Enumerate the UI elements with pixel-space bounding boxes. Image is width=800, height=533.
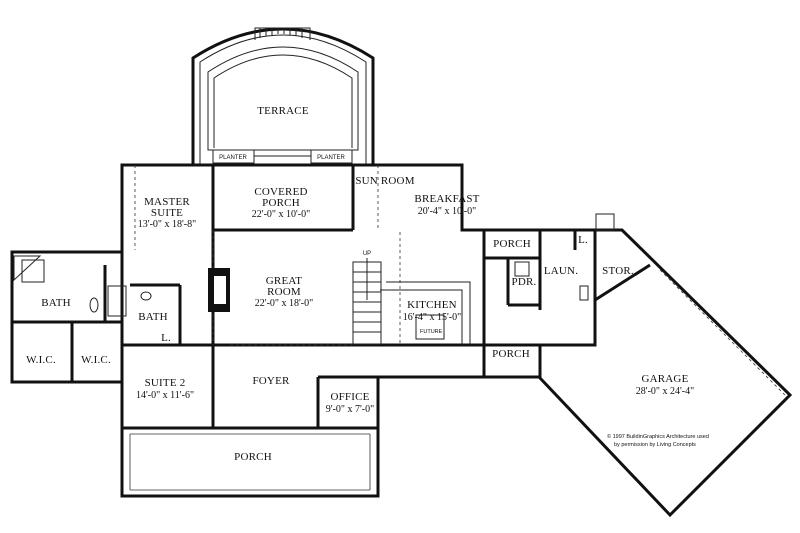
covered-porch-label-2: PORCH bbox=[262, 197, 300, 209]
great-room-label-2: ROOM bbox=[267, 286, 301, 298]
garage-structure bbox=[538, 213, 793, 518]
copyright-line-1: © 1997 BuildinGraphics Architecture used bbox=[607, 433, 709, 440]
covered-porch-label-1: COVERED bbox=[254, 186, 307, 198]
suite2-dim: 14'-0" x 11'-6" bbox=[136, 390, 194, 401]
terrace-structure bbox=[191, 27, 375, 165]
master-suite-dim: 13'-0" x 18'-8" bbox=[138, 219, 196, 230]
suite2-label: SUITE 2 bbox=[145, 377, 186, 389]
planter-right-label: PLANTER bbox=[317, 155, 345, 161]
wic1-label: W.I.C. bbox=[26, 354, 56, 366]
garage-dim: 28'-0" x 24'-4" bbox=[636, 386, 694, 397]
office-label: OFFICE bbox=[330, 391, 369, 403]
linen-2-label: L. bbox=[578, 234, 588, 246]
office-dim: 9'-0" x 7'-0" bbox=[326, 404, 374, 415]
great-room-dim: 22'-0" x 18'-0" bbox=[255, 298, 313, 309]
master-bath-label: BATH bbox=[41, 297, 71, 309]
porch-upper-label: PORCH bbox=[493, 238, 531, 250]
sun-room-label: SUN ROOM bbox=[355, 175, 414, 187]
front-porch-label: PORCH bbox=[234, 451, 272, 463]
great-room-label-1: GREAT bbox=[266, 275, 303, 287]
front-porch-structure bbox=[120, 426, 380, 498]
planter-left-label: PLANTER bbox=[219, 155, 247, 161]
laun-label: LAUN. bbox=[544, 265, 578, 277]
porch-lower-label: PORCH bbox=[492, 348, 530, 360]
stor-label: STOR. bbox=[602, 265, 634, 277]
covered-porch-dim: 22'-0" x 10'-0" bbox=[252, 209, 310, 220]
linen-1-label: L. bbox=[161, 332, 171, 344]
garage-label: GARAGE bbox=[641, 373, 688, 385]
kitchen-counters bbox=[380, 281, 471, 345]
copyright-line-2: by permission by Living Concepts bbox=[614, 442, 696, 448]
fireplace bbox=[208, 268, 230, 312]
kitchen-dim: 16'-4" x 15'-0" bbox=[403, 312, 461, 323]
side-wing-walls bbox=[484, 228, 597, 379]
stair-up-label: UP bbox=[363, 251, 371, 257]
master-bath-fixtures bbox=[13, 255, 152, 317]
pdr-label: PDR. bbox=[512, 276, 537, 288]
future-label: FUTURE bbox=[420, 329, 443, 335]
master-suite-label-2: SUITE bbox=[151, 207, 183, 219]
terrace-label: TERRACE bbox=[257, 105, 309, 117]
kitchen-label: KITCHEN bbox=[407, 299, 457, 311]
breakfast-dim: 20'-4" x 10'-0" bbox=[418, 206, 476, 217]
bath2-label: BATH bbox=[138, 311, 168, 323]
foyer-label: FOYER bbox=[252, 375, 290, 387]
stair bbox=[352, 258, 382, 345]
master-suite-label-1: MASTER bbox=[144, 196, 190, 208]
breakfast-label: BREAKFAST bbox=[414, 193, 479, 205]
wic2-label: W.I.C. bbox=[81, 354, 111, 366]
main-house-walls bbox=[10, 163, 486, 430]
